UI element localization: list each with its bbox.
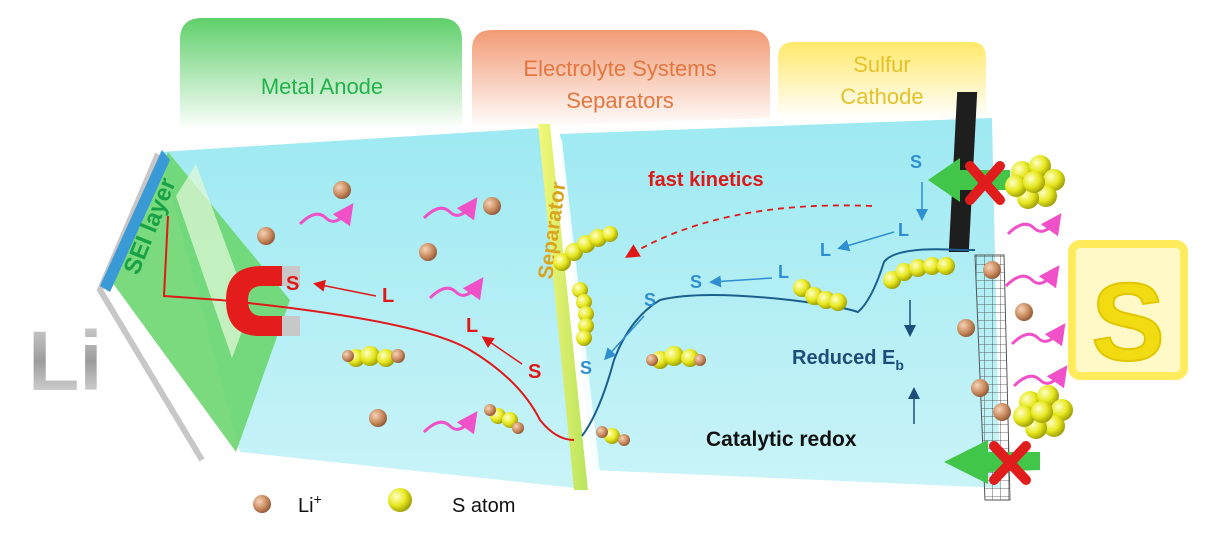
tab-electrolyte-label-line2: Separators <box>566 88 674 113</box>
reduced-eb-label: Reduced Eb <box>792 347 904 373</box>
catalytic-redox-label: Catalytic redox <box>706 428 857 451</box>
anode-symbol-text: Li <box>28 314 103 408</box>
legend-s-atom-swatch <box>388 488 412 512</box>
li-ion <box>957 319 975 337</box>
shuttle-curve-red <box>162 215 575 441</box>
tab-metal-anode: Metal Anode <box>180 18 462 130</box>
species-l-cathode-3: L <box>778 262 789 282</box>
polysulfide-chain-icon <box>646 346 706 369</box>
green-arrow-icon <box>944 440 1040 484</box>
legend: Li+ S atom <box>253 488 515 517</box>
arrow-s-to-l-anode <box>481 336 523 365</box>
blocked-x-icon <box>989 441 1031 485</box>
reduced-eb-subscript: b <box>895 357 904 373</box>
magnet-icon <box>226 266 300 336</box>
tab-electrolyte-separators: Electrolyte Systems Separators <box>472 30 770 128</box>
s8-ring-icon <box>1013 385 1073 439</box>
species-l-cathode-2: L <box>820 240 831 260</box>
pink-arrow-icon <box>1006 213 1062 237</box>
separator-shadow <box>550 124 600 490</box>
cathode-symbol-text: S <box>1091 261 1164 384</box>
pink-arrow-icon <box>422 197 478 221</box>
legend-s-atom-label: S atom <box>452 495 515 517</box>
cathode-mesh <box>975 255 1010 500</box>
pink-arrow-icon <box>1012 365 1068 389</box>
pink-arrow-group <box>298 197 1068 435</box>
fast-kinetics-label: fast kinetics <box>648 169 764 191</box>
arrow-l-to-s-cathode <box>709 275 773 288</box>
li-ion-group <box>257 181 1033 427</box>
arrow-s-to-s-cathode <box>603 315 645 361</box>
species-s-cathode-3: S <box>580 358 592 378</box>
blocked-x-icon <box>965 161 1005 205</box>
sei-edge <box>100 150 170 292</box>
polysulfide-chain-icon <box>553 226 618 271</box>
polysulfide-chain-icon <box>484 404 524 434</box>
tab-cathode-label-line1: Sulfur <box>853 52 910 77</box>
legend-li-ion-label: Li+ <box>298 491 322 517</box>
pink-arrow-icon <box>1004 265 1060 289</box>
polysulfide-chain-icon <box>572 282 594 346</box>
polysulfide-chain-icon <box>596 426 630 446</box>
legend-li-ion-swatch <box>253 495 271 513</box>
pink-arrow-icon <box>422 411 478 435</box>
tab-metal-anode-label: Metal Anode <box>261 74 383 99</box>
li-ion <box>993 403 1011 421</box>
tab-cathode-label-line2: Cathode <box>840 84 923 109</box>
cathode-symbol-s: S <box>1068 240 1188 385</box>
s8-ring-icon <box>1005 155 1065 209</box>
species-s-anode-1: S <box>286 273 299 295</box>
anode-chevron-outline <box>96 152 205 462</box>
green-arrow-icon <box>928 158 1010 202</box>
tab-electrolyte-label-line1: Electrolyte Systems <box>523 56 716 81</box>
li-ion <box>333 181 351 199</box>
cathode-mesh-outline <box>974 254 1011 501</box>
li-ion <box>983 261 1001 279</box>
fast-kinetics-arrow <box>624 204 873 258</box>
polysulfide-chain-icon <box>342 346 405 367</box>
polysulfide-chain-icon <box>883 257 955 289</box>
tab-sulfur-cathode: Sulfur Cathode <box>778 42 986 118</box>
li-ion <box>369 409 387 427</box>
legend-li-ion-superscript: + <box>314 491 322 507</box>
li-ion <box>257 227 275 245</box>
species-l-anode-2: L <box>466 315 478 337</box>
species-s-cathode-1: S <box>690 272 702 292</box>
li-ion <box>483 197 501 215</box>
cell-body-right <box>560 118 1000 488</box>
arrow-l-to-s-anode <box>313 279 377 297</box>
species-s-cathode-top: S <box>910 152 922 172</box>
polysulfide-chain-icon <box>793 279 847 311</box>
anode-symbol-li: Li <box>28 314 103 408</box>
li-ion <box>1015 303 1033 321</box>
metal-anode-plane <box>112 152 290 452</box>
pink-arrow-icon <box>298 203 354 227</box>
pink-arrow-icon <box>428 277 484 301</box>
species-l-cathode-1: L <box>898 220 909 240</box>
species-l-anode-1: L <box>382 285 394 307</box>
li-ion <box>971 379 989 397</box>
pink-arrow-icon <box>1010 323 1066 347</box>
li-ion <box>419 243 437 261</box>
species-s-cathode-2: S <box>644 290 656 310</box>
separator-membrane <box>538 124 588 490</box>
species-s-anode-2: S <box>528 361 541 383</box>
arrow-l-to-l-cathode <box>837 231 895 252</box>
